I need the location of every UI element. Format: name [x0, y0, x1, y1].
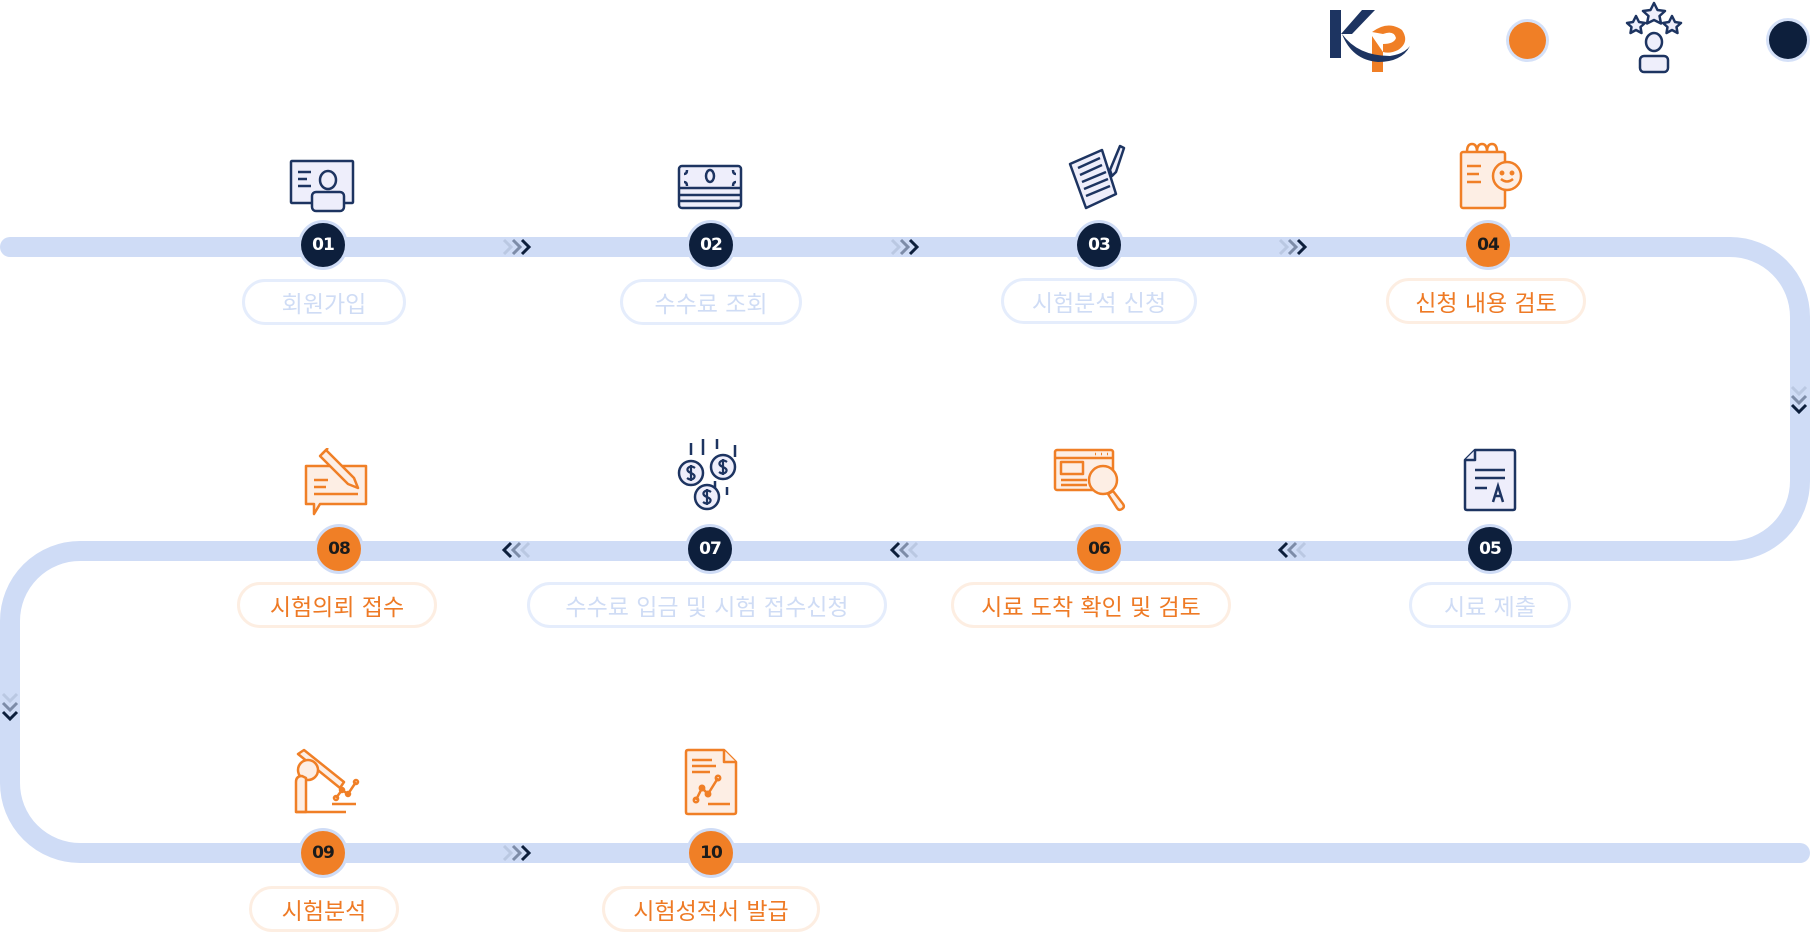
kp-logo: [1330, 10, 1410, 72]
chevrons-right-icon: [1278, 238, 1308, 256]
step-label: 시험성적서 발급: [602, 886, 820, 932]
step-label: 시료 제출: [1409, 582, 1571, 628]
chevrons-left-icon: [1277, 541, 1307, 559]
step-number: 03: [1077, 223, 1121, 267]
step-number: 05: [1468, 527, 1512, 571]
chevrons-down-icon: [1790, 385, 1808, 415]
step-number: 02: [689, 223, 733, 267]
chevrons-down-icon: [1, 692, 19, 722]
step-number: 06: [1077, 527, 1121, 571]
step-label: 시험의뢰 접수: [237, 582, 437, 628]
report-chart-icon: [684, 748, 738, 816]
step-number: 04: [1466, 223, 1510, 267]
step-number: 09: [301, 831, 345, 875]
person-with-stars-icon: [1625, 1, 1683, 74]
message-pencil-icon: [304, 448, 368, 516]
step-number: 08: [317, 527, 361, 571]
step-label: 수수료 조회: [620, 279, 802, 325]
step-number: 01: [301, 223, 345, 267]
microscope-chart-icon: [294, 748, 360, 814]
step-label: 시료 도착 확인 및 검토: [951, 582, 1231, 628]
step-number: 07: [688, 527, 732, 571]
document-a-icon: [1463, 448, 1517, 512]
chevrons-left-icon: [501, 541, 531, 559]
step-label: 시험분석 신청: [1001, 278, 1197, 324]
falling-coins-icon: [677, 439, 737, 511]
legend-dot-orange: [1509, 22, 1546, 59]
chevrons-left-icon: [889, 541, 919, 559]
browser-search-icon: [1053, 448, 1126, 512]
step-label: 시험분석: [249, 886, 399, 932]
step-label: 수수료 입금 및 시험 접수신청: [527, 582, 887, 628]
chevrons-right-icon: [890, 238, 920, 256]
legend-dot-navy: [1769, 21, 1807, 59]
step-number: 10: [689, 831, 733, 875]
money-stack-icon: [677, 164, 743, 210]
track-path: [0, 237, 1810, 863]
chevrons-right-icon: [502, 844, 532, 862]
chevrons-right-icon: [502, 238, 532, 256]
step-label: 신청 내용 검토: [1386, 278, 1586, 324]
document-pen-icon: [1068, 144, 1126, 210]
id-card-icon: [289, 159, 355, 213]
notepad-smile-icon: [1459, 142, 1523, 210]
step-label: 회원가입: [242, 279, 406, 325]
